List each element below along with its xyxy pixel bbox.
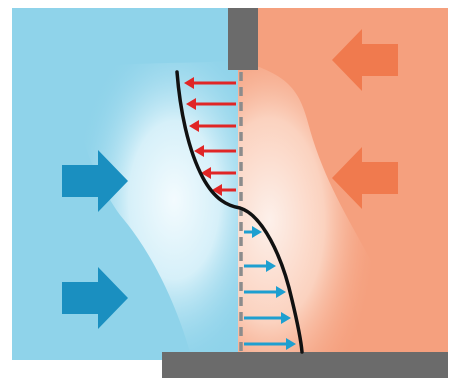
wall-bottom — [162, 352, 448, 378]
wall-top — [228, 8, 258, 70]
